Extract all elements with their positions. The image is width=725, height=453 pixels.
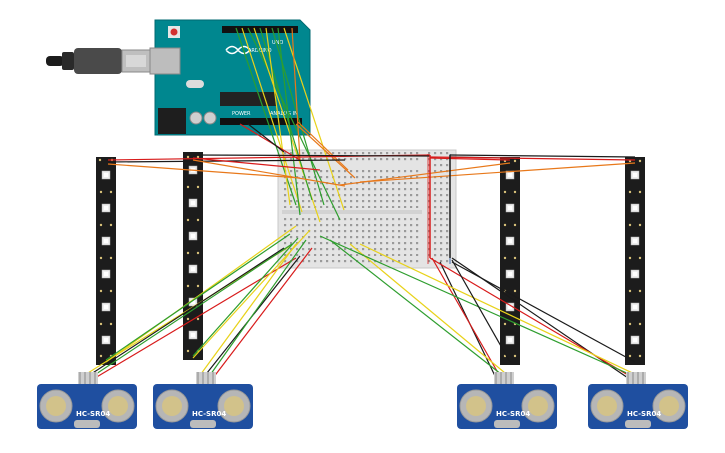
led-strip-1	[96, 157, 116, 365]
arduino-analog-label: ANALOG IN	[270, 111, 298, 117]
arduino-brand-text: ARDUINO	[248, 48, 272, 54]
arduino-model-text: UNO	[272, 40, 283, 46]
breadboard	[277, 149, 457, 269]
sensor-2-model-label: HC-SR04	[192, 410, 226, 418]
sensor-3-model-label: HC-SR04	[496, 410, 530, 418]
infinity-logo-icon	[225, 45, 251, 55]
wires	[79, 27, 644, 379]
arduino-power-label: POWER	[232, 111, 251, 117]
ultrasonic-sensor-2: HC-SR04	[153, 372, 253, 429]
wire-orange	[295, 123, 356, 179]
led-strip-2	[183, 152, 203, 360]
led-strip-3	[500, 157, 520, 365]
usb-cable	[46, 48, 153, 74]
sensor-4-model-label: HC-SR04	[627, 410, 661, 418]
reset-button-icon	[170, 28, 178, 36]
wire-green	[259, 27, 313, 201]
wire-black	[247, 123, 285, 153]
led-strip-4	[625, 157, 645, 365]
ultrasonic-sensor-1: HC-SR04	[37, 372, 137, 429]
wire-green	[271, 27, 325, 206]
wire-orange	[297, 121, 349, 171]
wire-green	[277, 27, 301, 216]
sensor-1-model-label: HC-SR04	[76, 410, 110, 418]
wire-red	[239, 123, 301, 161]
wire-orange	[291, 27, 301, 161]
wire-yellow	[241, 27, 303, 213]
ultrasonic-sensor-4: HC-SR04	[588, 372, 688, 429]
ultrasonic-sensor-3: HC-SR04	[457, 372, 557, 429]
wire-green	[247, 27, 341, 221]
